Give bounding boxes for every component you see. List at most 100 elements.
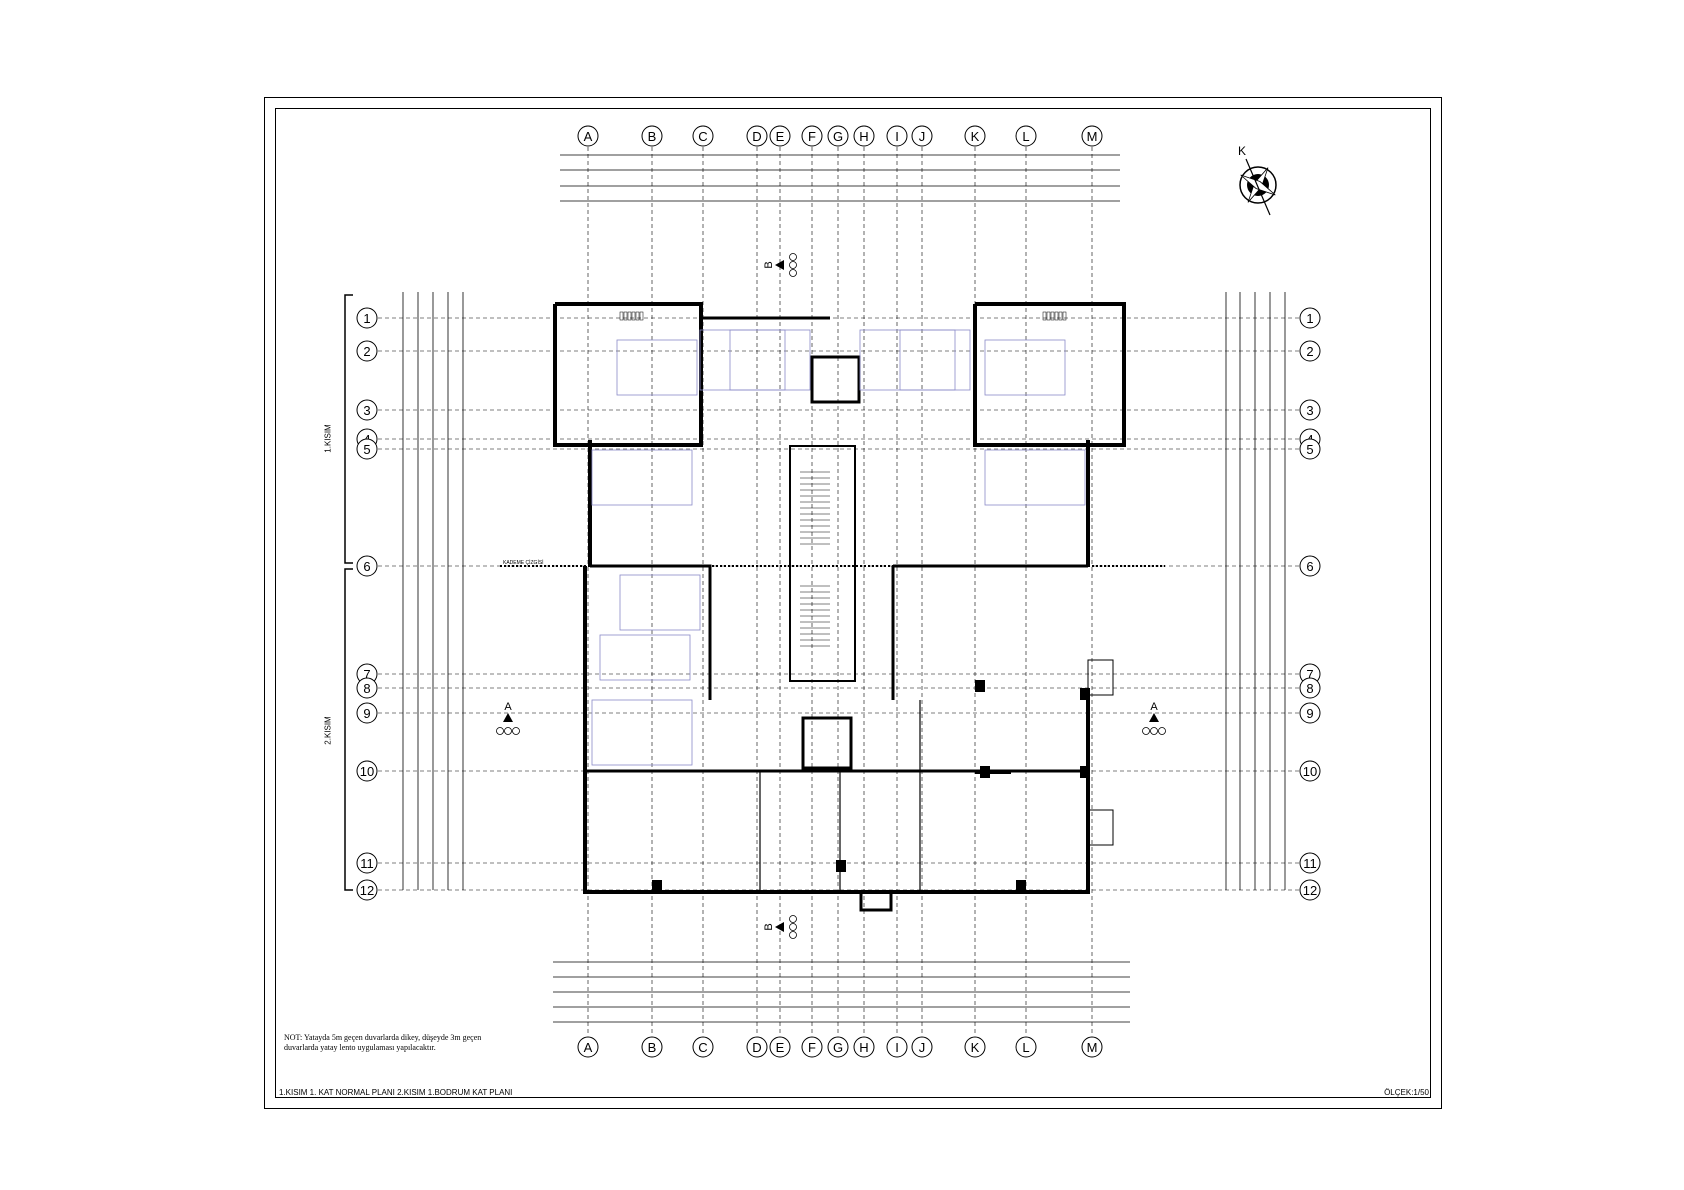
side-balcony-1 [1087, 659, 1114, 696]
section-1-label: 1.KISIM [323, 424, 333, 453]
grid-bubble-right-2: 2 [1299, 340, 1321, 362]
svg-text:A: A [1150, 701, 1158, 713]
svg-text:6: 6 [363, 559, 370, 574]
svg-text:L: L [1022, 1040, 1029, 1055]
grid-bubble-top-K: K [964, 125, 986, 147]
section-1-bracket [344, 294, 353, 564]
construction-note: NOT: Yatayda 5m geçen duvarlarda dikey, … [284, 1033, 482, 1052]
elevator-shaft-upper [810, 355, 861, 404]
grid-bubble-bottom-D: D [746, 1036, 768, 1058]
svg-text:H: H [859, 1040, 868, 1055]
svg-text:2: 2 [1306, 344, 1313, 359]
svg-text:G: G [833, 129, 843, 144]
kademe-line-label: KADEME ÇİZGİSİ [503, 560, 544, 566]
north-arrow-icon: K [1238, 144, 1277, 216]
stair-core [789, 445, 856, 682]
structural-column-5 [652, 880, 662, 892]
side-balcony-2 [1087, 809, 1114, 846]
svg-text:C: C [698, 129, 707, 144]
grid-bubble-bottom-F: F [801, 1036, 823, 1058]
grid-bubble-bottom-E: E [769, 1036, 791, 1058]
grid-bubble-top-D: D [746, 125, 768, 147]
svg-text:B: B [763, 261, 775, 268]
svg-text:A: A [504, 701, 512, 713]
svg-text:3: 3 [1306, 403, 1313, 418]
radiator-fin [1054, 311, 1059, 321]
room-9 [729, 329, 786, 391]
radiator-fin [631, 311, 636, 321]
svg-text:A: A [584, 129, 593, 144]
grid-bubble-right-6: 6 [1299, 555, 1321, 577]
svg-text:D: D [752, 129, 761, 144]
grid-bubble-left-11: 11 [356, 852, 378, 874]
svg-text:L: L [1022, 129, 1029, 144]
svg-text:I: I [895, 129, 899, 144]
wall-mid-inner-left [590, 564, 712, 700]
svg-text:8: 8 [1306, 681, 1313, 696]
grid-bubble-top-H: H [853, 125, 875, 147]
svg-text:J: J [919, 1040, 926, 1055]
grid-bubble-left-1: 1 [356, 307, 378, 329]
room-6 [619, 574, 701, 631]
grid-bubble-bottom-J: J [911, 1036, 933, 1058]
grid-bubble-right-10: 10 [1299, 760, 1321, 782]
svg-text:B: B [648, 1040, 657, 1055]
grid-bubble-left-5: 5 [356, 438, 378, 460]
dimension-lines [344, 154, 1286, 1023]
svg-text:5: 5 [363, 442, 370, 457]
sheet-outer-border [264, 97, 1442, 1109]
wall-upper-right-wing [973, 302, 1126, 447]
grid-bubble-top-C: C [692, 125, 714, 147]
svg-text:3: 3 [363, 403, 370, 418]
drawing-scale: ÖLÇEK:1/50 [1384, 1088, 1429, 1097]
grid-bubble-left-12: 12 [356, 879, 378, 901]
svg-text:J: J [919, 129, 926, 144]
grid-bubble-left-3: 3 [356, 399, 378, 421]
svg-text:11: 11 [360, 856, 374, 871]
section-2-bracket [344, 568, 353, 891]
room-4 [591, 449, 693, 506]
grid-bubble-bottom-I: I [886, 1036, 908, 1058]
svg-text:11: 11 [1303, 856, 1317, 871]
svg-text:1: 1 [1306, 311, 1313, 326]
svg-text:B: B [648, 129, 657, 144]
grid-bubble-bottom-M: M [1081, 1036, 1103, 1058]
grid-bubble-right-11: 11 [1299, 852, 1321, 874]
sheet-inner-border [275, 108, 1431, 1098]
svg-text:B: B [763, 923, 775, 930]
structural-column-3 [1080, 766, 1090, 778]
section-marker-b-bottom: B [763, 915, 797, 939]
wall-lower-outline [583, 566, 1090, 894]
grid-bubble-right-1: 1 [1299, 307, 1321, 329]
room-1 [699, 329, 811, 391]
elevator-shaft-lower [801, 716, 853, 770]
grid-bubble-top-L: L [1015, 125, 1037, 147]
svg-text:G: G [833, 1040, 843, 1055]
grid-bubble-top-F: F [801, 125, 823, 147]
svg-text:9: 9 [363, 706, 370, 721]
grid-bubble-bottom-H: H [853, 1036, 875, 1058]
grid-bubble-left-10: 10 [356, 760, 378, 782]
svg-text:I: I [895, 1040, 899, 1055]
grid-bubble-top-B: B [641, 125, 663, 147]
svg-text:E: E [776, 129, 785, 144]
radiator-fin [1042, 311, 1047, 321]
beam-marker [975, 770, 1011, 774]
section-marker-a-left: A [496, 701, 520, 735]
svg-text:F: F [808, 129, 816, 144]
radiator-fin [627, 311, 632, 321]
grid-bubble-right-8: 8 [1299, 677, 1321, 699]
grid-bubble-top-I: I [886, 125, 908, 147]
wall-upper-left-wing [553, 302, 703, 447]
room-7 [599, 634, 691, 681]
radiator-fin [1058, 311, 1063, 321]
entrance-step [859, 890, 893, 912]
grid-bubble-bottom-K: K [964, 1036, 986, 1058]
svg-text:8: 8 [363, 681, 370, 696]
svg-text:7: 7 [1306, 667, 1313, 682]
building-plan [553, 302, 1126, 912]
room-8 [591, 699, 693, 766]
grid-bubble-right-12: 12 [1299, 879, 1321, 901]
drawing-title: 1.KISIM 1. KAT NORMAL PLANI 2.KISIM 1.BO… [279, 1088, 513, 1097]
